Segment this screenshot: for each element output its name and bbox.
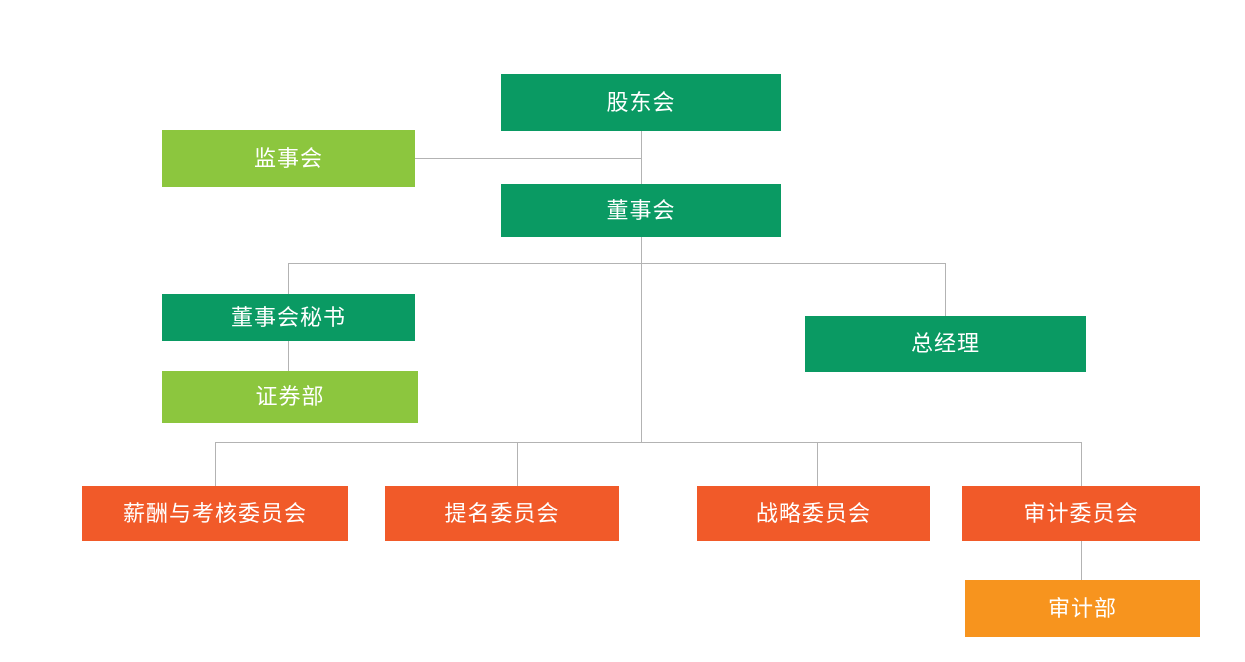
node-securities-dept-label: 证券部	[255, 384, 325, 409]
node-board[interactable]: 董事会	[501, 184, 781, 237]
connector-shareholders-to-board	[641, 131, 642, 188]
node-nomination-committee[interactable]: 提名委员会	[385, 486, 619, 541]
connector-secretary-to-securities	[288, 341, 289, 371]
connector-drop-nomination	[517, 442, 518, 486]
connector-committee-bus	[215, 442, 1081, 443]
node-audit-committee-label: 审计委员会	[1023, 500, 1139, 526]
node-audit-dept[interactable]: 审计部	[965, 580, 1200, 637]
node-audit-dept-label: 审计部	[1047, 595, 1117, 621]
node-strategy-committee[interactable]: 战略委员会	[697, 486, 930, 541]
connector-drop-board-secretary	[288, 263, 289, 294]
connector-drop-strategy	[817, 442, 818, 486]
connector-audit-to-audit-dept	[1081, 541, 1082, 580]
node-general-manager[interactable]: 总经理	[805, 316, 1086, 372]
node-board-label: 董事会	[606, 197, 676, 223]
node-nomination-committee-label: 提名委员会	[444, 500, 560, 526]
connector-upper-bus	[288, 263, 946, 264]
connector-drop-general-manager	[945, 263, 946, 316]
node-board-secretary-label: 董事会秘书	[230, 304, 346, 330]
node-supervisors-label: 监事会	[253, 145, 323, 171]
node-audit-committee[interactable]: 审计委员会	[962, 486, 1200, 541]
connector-drop-audit	[1081, 442, 1082, 486]
node-board-secretary[interactable]: 董事会秘书	[162, 294, 415, 341]
node-securities-dept[interactable]: 证券部	[162, 371, 418, 423]
node-shareholders-label: 股东会	[606, 89, 676, 115]
node-supervisors[interactable]: 监事会	[162, 130, 415, 187]
node-general-manager-label: 总经理	[910, 331, 980, 356]
node-strategy-committee-label: 战略委员会	[755, 500, 871, 526]
connector-drop-compensation	[215, 442, 216, 486]
connector-supervisors-to-spine	[415, 158, 642, 159]
node-shareholders[interactable]: 股东会	[501, 74, 781, 131]
node-compensation-committee[interactable]: 薪酬与考核委员会	[82, 486, 348, 541]
node-compensation-committee-label: 薪酬与考核委员会	[122, 500, 307, 526]
connector-board-down-spine	[641, 237, 642, 443]
